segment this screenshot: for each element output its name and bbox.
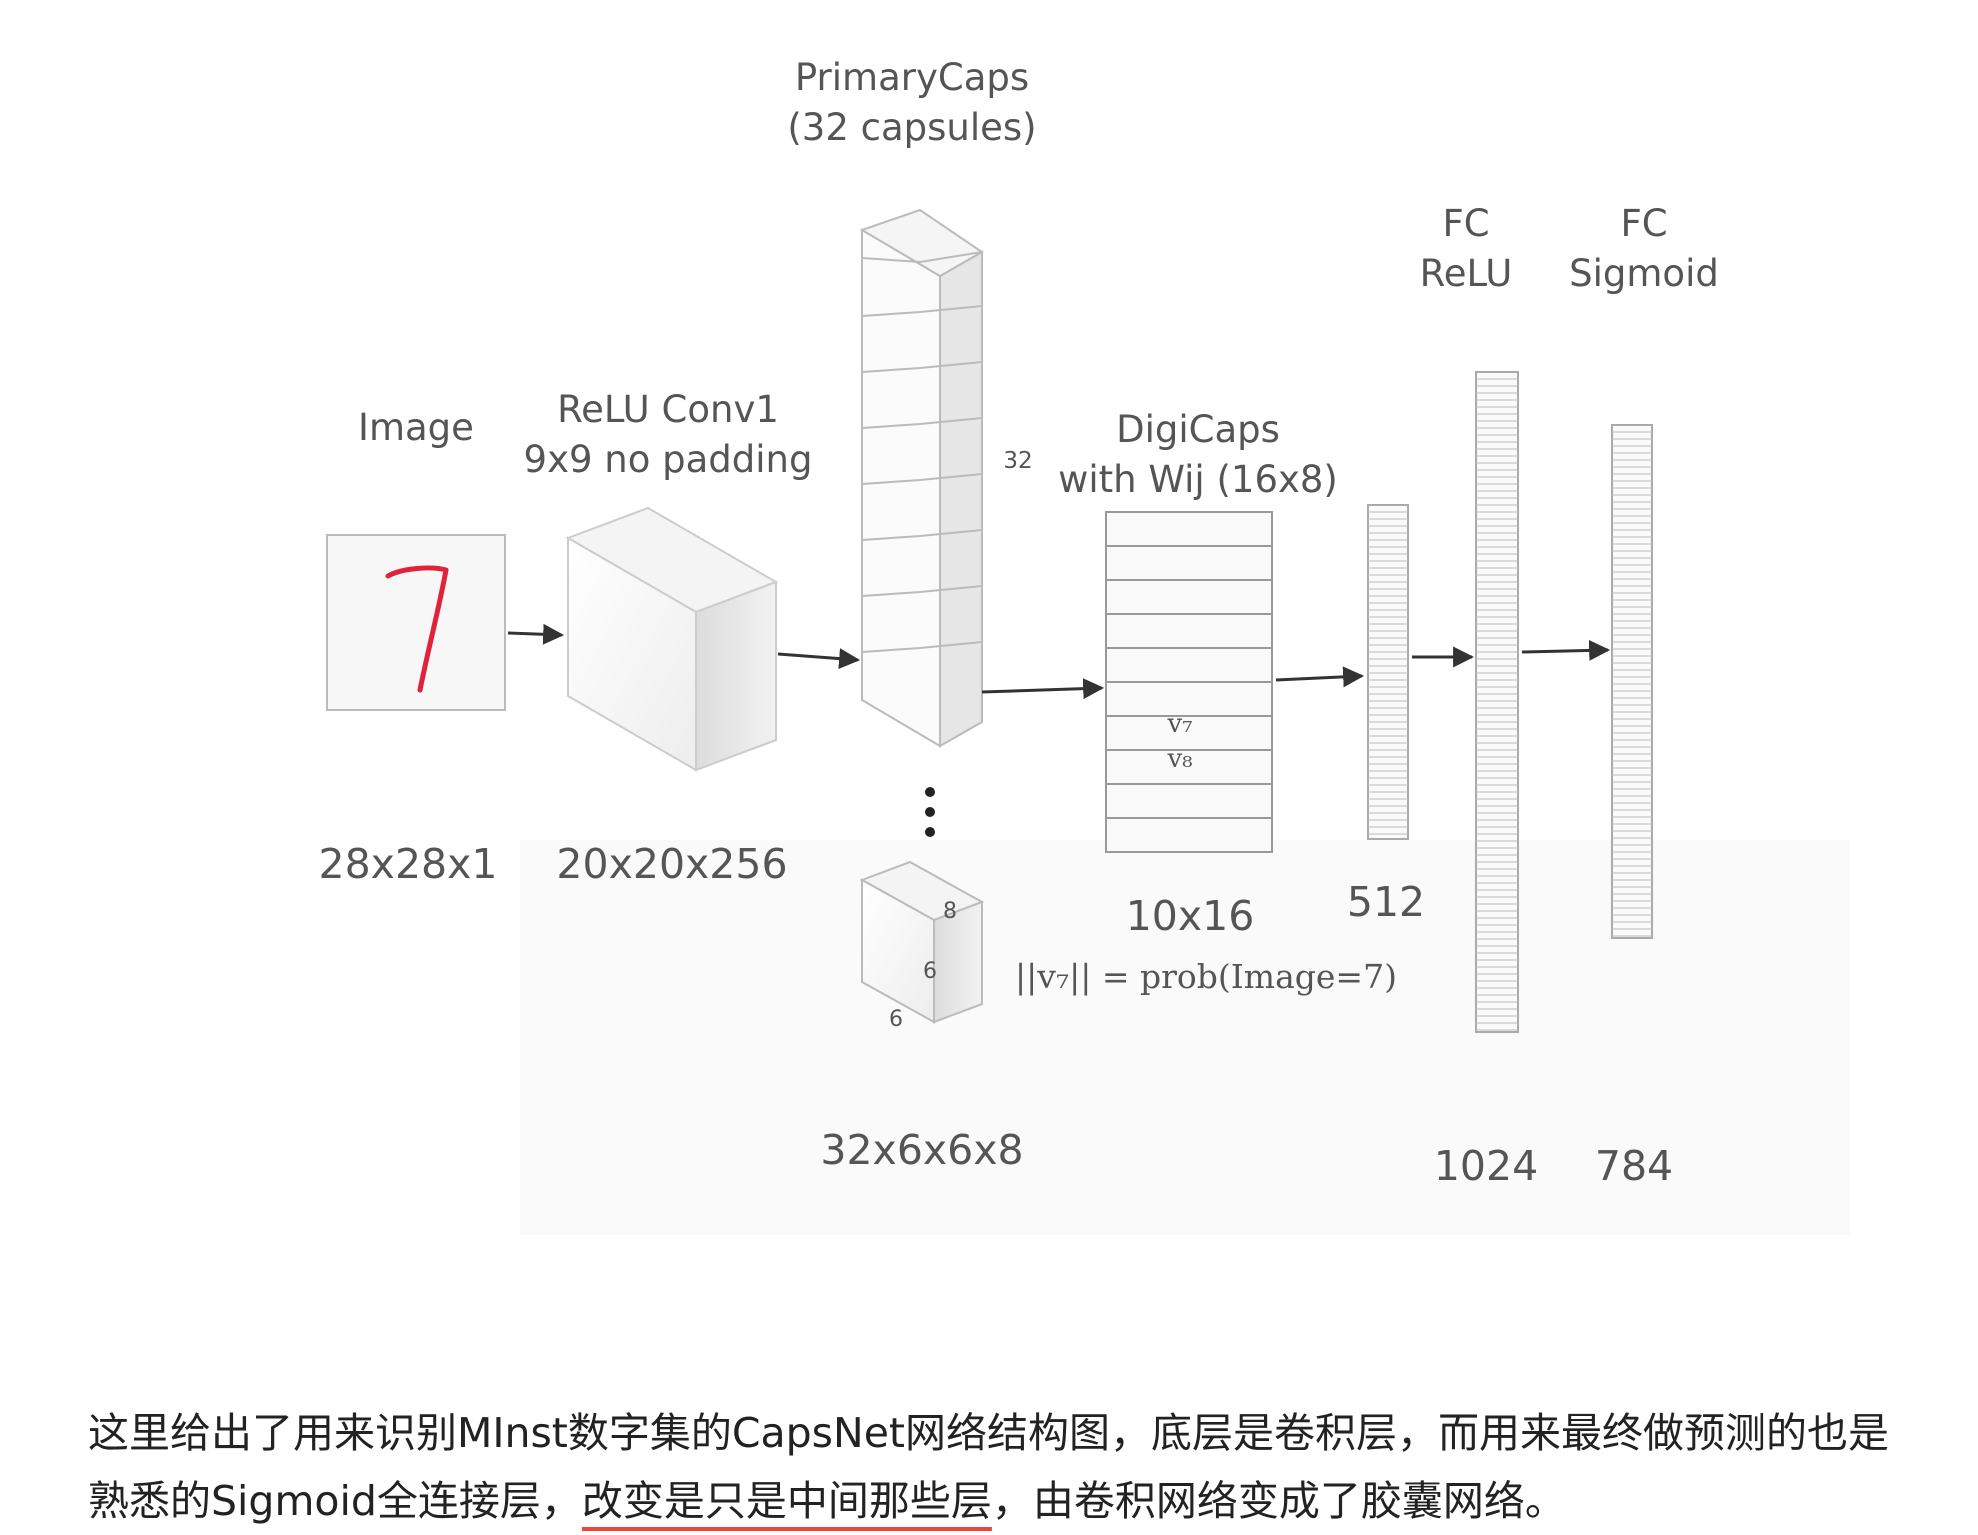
caption-text-part2: ，由卷积网络变成了胶囊网络。: [991, 1477, 1566, 1525]
fc-sigmoid-label-line1: FC: [1620, 202, 1667, 245]
digicaps-label-line1: DigiCaps: [1116, 408, 1280, 451]
handwritten-digit-seven: [385, 565, 449, 693]
conv1-label-line2: 9x9 no padding: [524, 438, 813, 481]
primarycaps-title: PrimaryCaps: [795, 56, 1029, 99]
ellipsis-dot: [925, 787, 935, 797]
arrow-digicaps-to-fc512: [1275, 666, 1365, 688]
caption-text-part1: 这里给出了用来识别MInst数字集的CapsNet网络结构图，底层是卷积层，而用…: [88, 1409, 1889, 1525]
digicaps-formula: ||v₇|| = prob(Image=7): [1015, 957, 1397, 996]
arrow-fc1024-to-fc784: [1521, 639, 1611, 661]
fc-512-size: 512: [1347, 878, 1425, 926]
digicaps-row: [1105, 511, 1273, 547]
digicaps-row: [1105, 579, 1273, 615]
capsule-block: [859, 860, 985, 1024]
fc-784-bar: [1611, 424, 1653, 939]
digicaps-row: [1105, 749, 1273, 785]
conv1-label-line1: ReLU Conv1: [557, 388, 779, 431]
digicaps-row: [1105, 783, 1273, 819]
capsnet-architecture-diagram: PrimaryCaps (32 capsules) FC ReLU FC Sig…: [318, 56, 1719, 1190]
primarycaps-shape: 32x6x6x8: [820, 1126, 1023, 1174]
arrow-image-to-conv1: [507, 623, 565, 645]
arrow-conv1-to-primarycaps: [777, 648, 861, 670]
primarycaps-subtitle: (32 capsules): [787, 106, 1036, 149]
conv1-block: [565, 506, 779, 772]
digicaps-row: [1105, 817, 1273, 853]
fc-sigmoid-size: 784: [1595, 1142, 1673, 1190]
digicaps-block: [1105, 511, 1273, 853]
arrow-primarycaps-to-digicaps: [981, 678, 1105, 700]
conv1-shape: 20x20x256: [556, 840, 787, 888]
fc-512-bar: [1367, 504, 1409, 840]
digicaps-label-line2: with Wij (16x8): [1058, 458, 1338, 501]
caption-highlight: 改变是只是中间那些层: [581, 1477, 992, 1525]
digicaps-row: [1105, 545, 1273, 581]
fc-relu-label-line1: FC: [1442, 202, 1489, 245]
ellipsis-dot: [925, 827, 935, 837]
digicaps-row: [1105, 681, 1273, 717]
fc-sigmoid-label-line2: Sigmoid: [1569, 252, 1719, 295]
capsule-dim-width: 6: [889, 1007, 903, 1032]
digicaps-row-v7: v₇: [1166, 709, 1192, 739]
digicaps-row-v8: v₈: [1166, 744, 1192, 774]
digicaps-row: [1105, 613, 1273, 649]
fc-relu-size: 1024: [1434, 1142, 1538, 1190]
digicaps-row: [1105, 647, 1273, 683]
digicaps-shape: 10x16: [1126, 892, 1255, 940]
image-shape: 28x28x1: [319, 840, 498, 888]
ellipsis-dot: [925, 807, 935, 817]
fc-1024-bar: [1475, 371, 1519, 1033]
primarycaps-count: 32: [1003, 448, 1032, 474]
capsule-dim-depth: 8: [943, 899, 957, 924]
primarycaps-stack: [859, 208, 984, 748]
fc-relu-label-line2: ReLU: [1420, 252, 1513, 295]
digicaps-row: [1105, 715, 1273, 751]
capsule-dim-height: 6: [923, 959, 937, 984]
image-title: Image: [358, 406, 474, 449]
input-image-box: [326, 534, 506, 711]
caption-paragraph: 这里给出了用来识别MInst数字集的CapsNet网络结构图，底层是卷积层，而用…: [88, 1399, 1928, 1535]
